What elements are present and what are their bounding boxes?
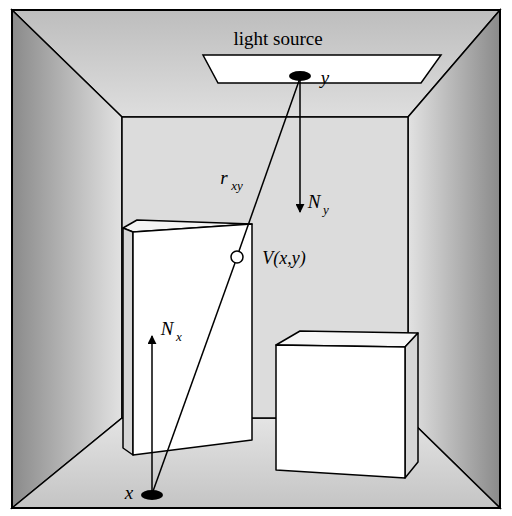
normal-arrow bbox=[299, 78, 301, 212]
subscript-label: x bbox=[176, 330, 182, 343]
point-label: y bbox=[321, 68, 329, 87]
normal-label: N bbox=[308, 192, 321, 211]
floor bbox=[12, 418, 500, 508]
box-side bbox=[405, 333, 418, 478]
ray-line bbox=[239, 78, 300, 251]
box-front bbox=[276, 345, 405, 478]
short-box bbox=[276, 331, 418, 478]
point-marker bbox=[289, 71, 311, 81]
point-marker bbox=[141, 490, 163, 500]
subscript-label: xy bbox=[231, 179, 243, 192]
distance-label: r bbox=[220, 168, 227, 187]
normal-arrow bbox=[151, 336, 153, 494]
visibility-label: V(x,y) bbox=[260, 248, 307, 268]
point-label: x bbox=[125, 483, 133, 502]
normal-label: N bbox=[161, 319, 174, 338]
visibility-point bbox=[231, 251, 243, 263]
subscript-label: y bbox=[323, 203, 329, 216]
box-front bbox=[133, 224, 252, 455]
panel-label: light source bbox=[233, 29, 322, 48]
box-side bbox=[123, 228, 133, 455]
frame bbox=[12, 10, 500, 508]
tall-box bbox=[123, 220, 252, 455]
ray-line bbox=[152, 263, 235, 494]
room-walls bbox=[12, 10, 500, 508]
